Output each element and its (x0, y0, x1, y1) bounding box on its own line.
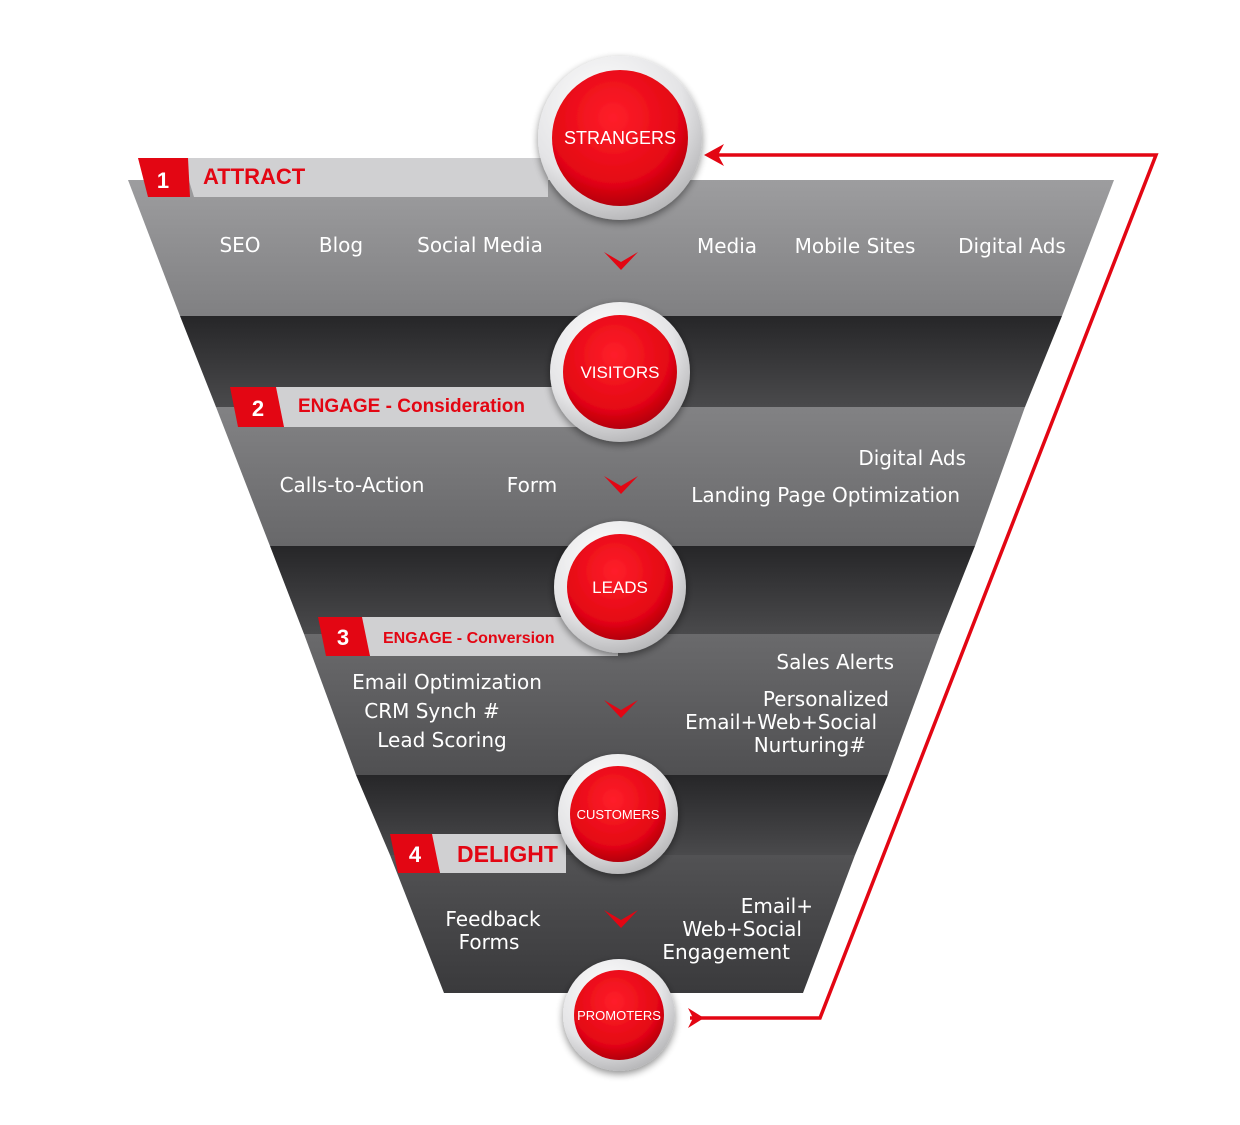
item-media: Media (697, 234, 757, 258)
band-number: 3 (337, 625, 349, 650)
item-lead-scoring: Lead Scoring (377, 728, 506, 752)
tab-engage-conversion: 3 ENGAGE - Conversion (318, 617, 618, 656)
band-number: 1 (157, 168, 169, 193)
item-email-plus: Email+ (741, 894, 813, 918)
chevron-down-icon (604, 910, 638, 928)
stage-label: STRANGERS (564, 128, 676, 148)
item-seo: SEO (219, 233, 260, 257)
item-digital-ads: Digital Ads (958, 234, 1066, 258)
tab-delight: 4 DELIGHT (390, 834, 566, 873)
loop-arrow-icon (688, 144, 1159, 1028)
stage-label: LEADS (592, 578, 648, 597)
tab-attract: 1 ATTRACT (138, 158, 548, 197)
item-email-web-social: Email+Web+Social (685, 710, 877, 734)
stage-strangers: STRANGERS (538, 56, 702, 220)
item-web-social: Web+Social (682, 917, 802, 941)
chevron-down-icon (604, 476, 638, 494)
band-title: ENGAGE - Consideration (298, 396, 525, 417)
band-title: DELIGHT (457, 841, 558, 867)
item-calls-to-action: Calls-to-Action (280, 473, 425, 497)
item-engagement: Engagement (662, 940, 790, 964)
stage-customers: CUSTOMERS (558, 754, 678, 874)
item-form: Form (507, 473, 557, 497)
item-landing-page-optimization: Landing Page Optimization (691, 483, 960, 507)
chevron-down-icon (604, 700, 638, 718)
item-email-optimization: Email Optimization (352, 670, 542, 694)
band-number: 4 (409, 842, 422, 867)
band-attract (128, 180, 1114, 316)
item-feedback: Feedback (445, 907, 541, 931)
stage-visitors: VISITORS (550, 302, 690, 442)
attract-items: SEO Blog Social Media Media Mobile Sites… (219, 233, 1065, 258)
band-title: ATTRACT (203, 164, 306, 189)
tab-engage-consideration: 2 ENGAGE - Consideration (230, 387, 580, 427)
delight-items: Feedback Forms Email+ Web+Social Engagem… (445, 894, 813, 964)
item-blog: Blog (319, 233, 363, 257)
chevron-down-icon (604, 252, 638, 270)
band-engage-consideration (216, 407, 1025, 546)
item-crm-synch: CRM Synch # (364, 699, 499, 723)
stage-label: CUSTOMERS (577, 807, 660, 822)
item-sales-alerts: Sales Alerts (776, 650, 894, 674)
item-mobile-sites: Mobile Sites (795, 234, 916, 258)
item-personalized: Personalized (763, 687, 889, 711)
item-social-media: Social Media (417, 233, 543, 257)
stage-promoters: PROMOTERS (563, 959, 675, 1071)
engage-conversion-items: Email Optimization CRM Synch # Lead Scor… (352, 650, 894, 757)
item-digital-ads: Digital Ads (858, 446, 966, 470)
item-forms: Forms (459, 930, 520, 954)
item-nurturing: Nurturing# (754, 733, 866, 757)
stage-label: VISITORS (580, 363, 659, 382)
engage-consideration-items: Calls-to-Action Form Digital Ads Landing… (280, 446, 966, 507)
band-engage-conversion (304, 634, 940, 775)
stage-leads: LEADS (554, 521, 686, 653)
stage-label: PROMOTERS (577, 1008, 661, 1023)
band-number: 2 (252, 396, 264, 421)
band-title: ENGAGE - Conversion (383, 630, 555, 647)
